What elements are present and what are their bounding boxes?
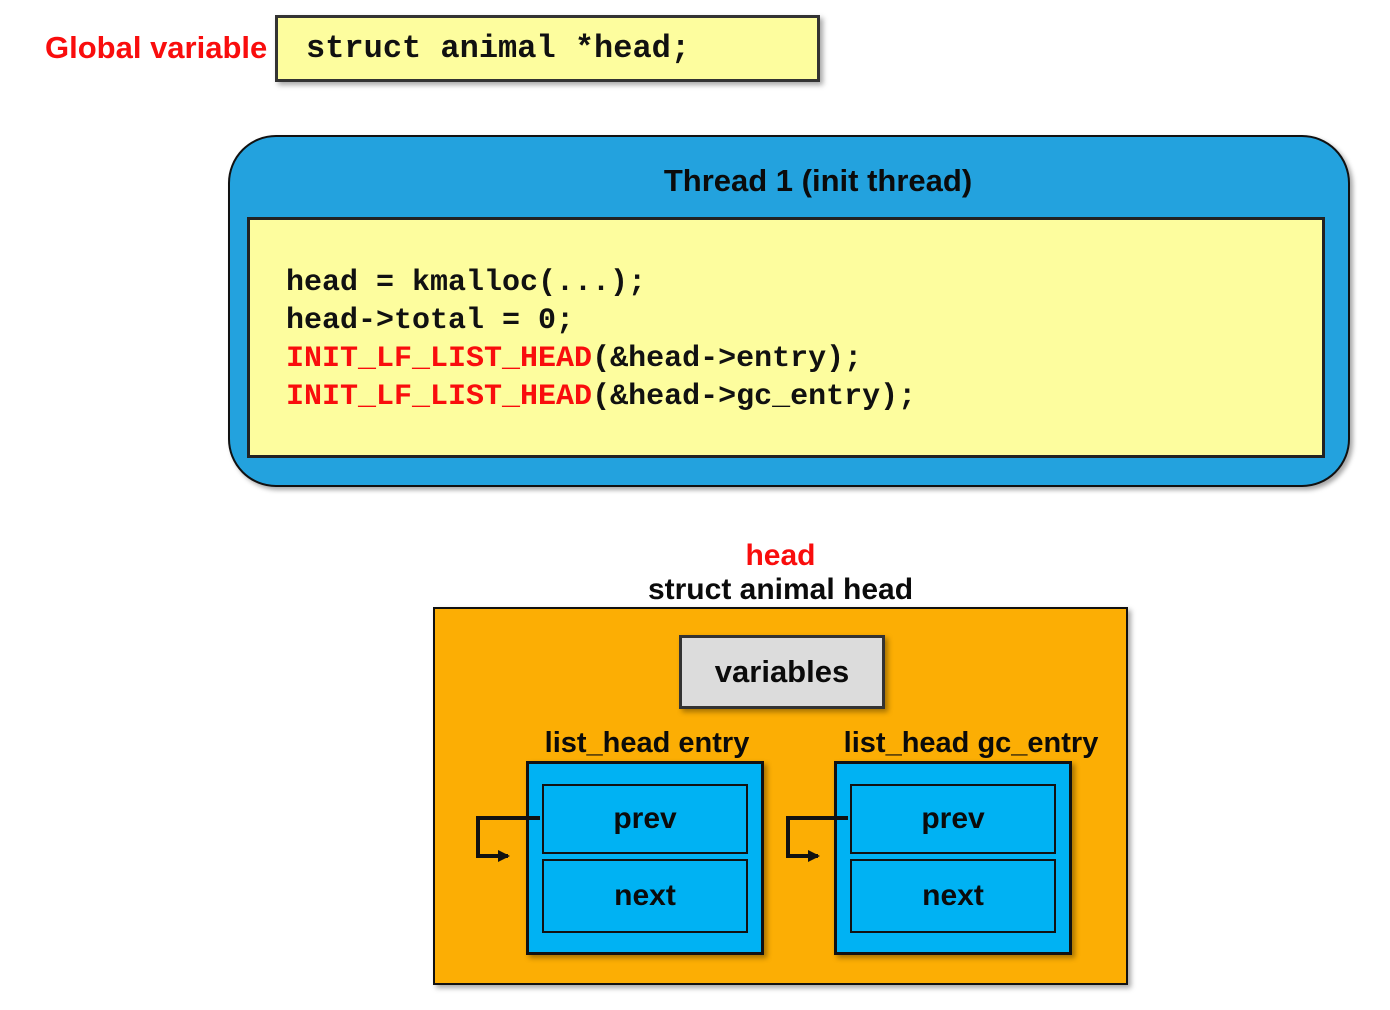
list-head-gc-entry-label: list_head gc_entry [843, 727, 1099, 759]
global-variable-code: struct animal *head; [306, 30, 691, 67]
global-variable-code-box: struct animal *head; [275, 15, 820, 82]
list-head-entry-box: prev next [526, 761, 764, 955]
code-line-total: head->total = 0; [286, 304, 575, 338]
struct-type-label: struct animal head [647, 573, 914, 606]
list-head-gc-entry-box: prev next [834, 761, 1072, 955]
list-head-entry-label: list_head entry [544, 727, 750, 759]
prev-field: prev [542, 784, 748, 854]
code-line-init-entry: INIT_LF_LIST_HEAD(&head->entry); [286, 342, 863, 376]
prev-field: prev [850, 784, 1056, 854]
variables-box: variables [679, 635, 885, 709]
code-line-kmalloc: head = kmalloc(...); [286, 266, 647, 300]
code-line-init-gc-entry: INIT_LF_LIST_HEAD(&head->gc_entry); [286, 380, 917, 414]
global-variable-label: Global variable [45, 30, 268, 65]
thread1-code-box: head = kmalloc(...); head->total = 0; IN… [247, 217, 1325, 458]
struct-animal-box: variables list_head entry list_head gc_e… [433, 607, 1128, 985]
variables-label: variables [714, 654, 850, 689]
next-field: next [850, 859, 1056, 933]
macro-highlight: INIT_LF_LIST_HEAD [286, 342, 593, 376]
thread1-container: Thread 1 (init thread) head = kmalloc(..… [228, 135, 1350, 487]
macro-highlight: INIT_LF_LIST_HEAD [286, 380, 593, 414]
thread1-title: Thread 1 (init thread) [663, 163, 973, 198]
next-field: next [542, 859, 748, 933]
head-pointer-label: head [745, 539, 816, 572]
struct-labels: head struct animal head [433, 538, 1128, 606]
